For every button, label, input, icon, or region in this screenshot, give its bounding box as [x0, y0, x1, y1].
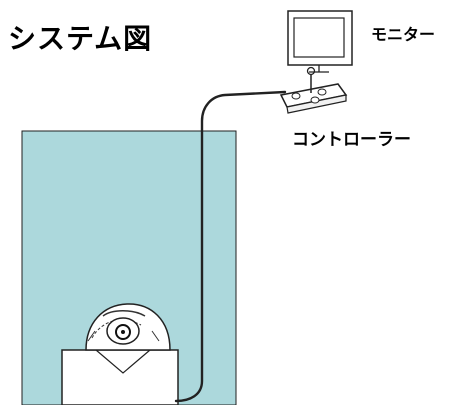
joystick-knob [306, 66, 316, 76]
connection-cable [174, 90, 287, 403]
camera-side-marks [87, 330, 160, 342]
camera-lens-center [121, 330, 125, 334]
controller-button-right [317, 88, 327, 96]
camera-view-cone [95, 349, 151, 374]
diagram-title: システム図 [8, 22, 153, 55]
monitor-device [287, 10, 353, 73]
controller-button-bottom [310, 96, 320, 104]
controller-button-left [291, 92, 301, 100]
controller-device [279, 66, 348, 114]
controller-front [286, 94, 347, 114]
monitor-screen [293, 17, 345, 58]
camera-base [61, 349, 179, 406]
controller-label: コントローラー [292, 130, 411, 150]
monitor-label: モニター [371, 25, 436, 44]
camera-unit [61, 303, 179, 406]
camera-arc-top [102, 310, 146, 317]
